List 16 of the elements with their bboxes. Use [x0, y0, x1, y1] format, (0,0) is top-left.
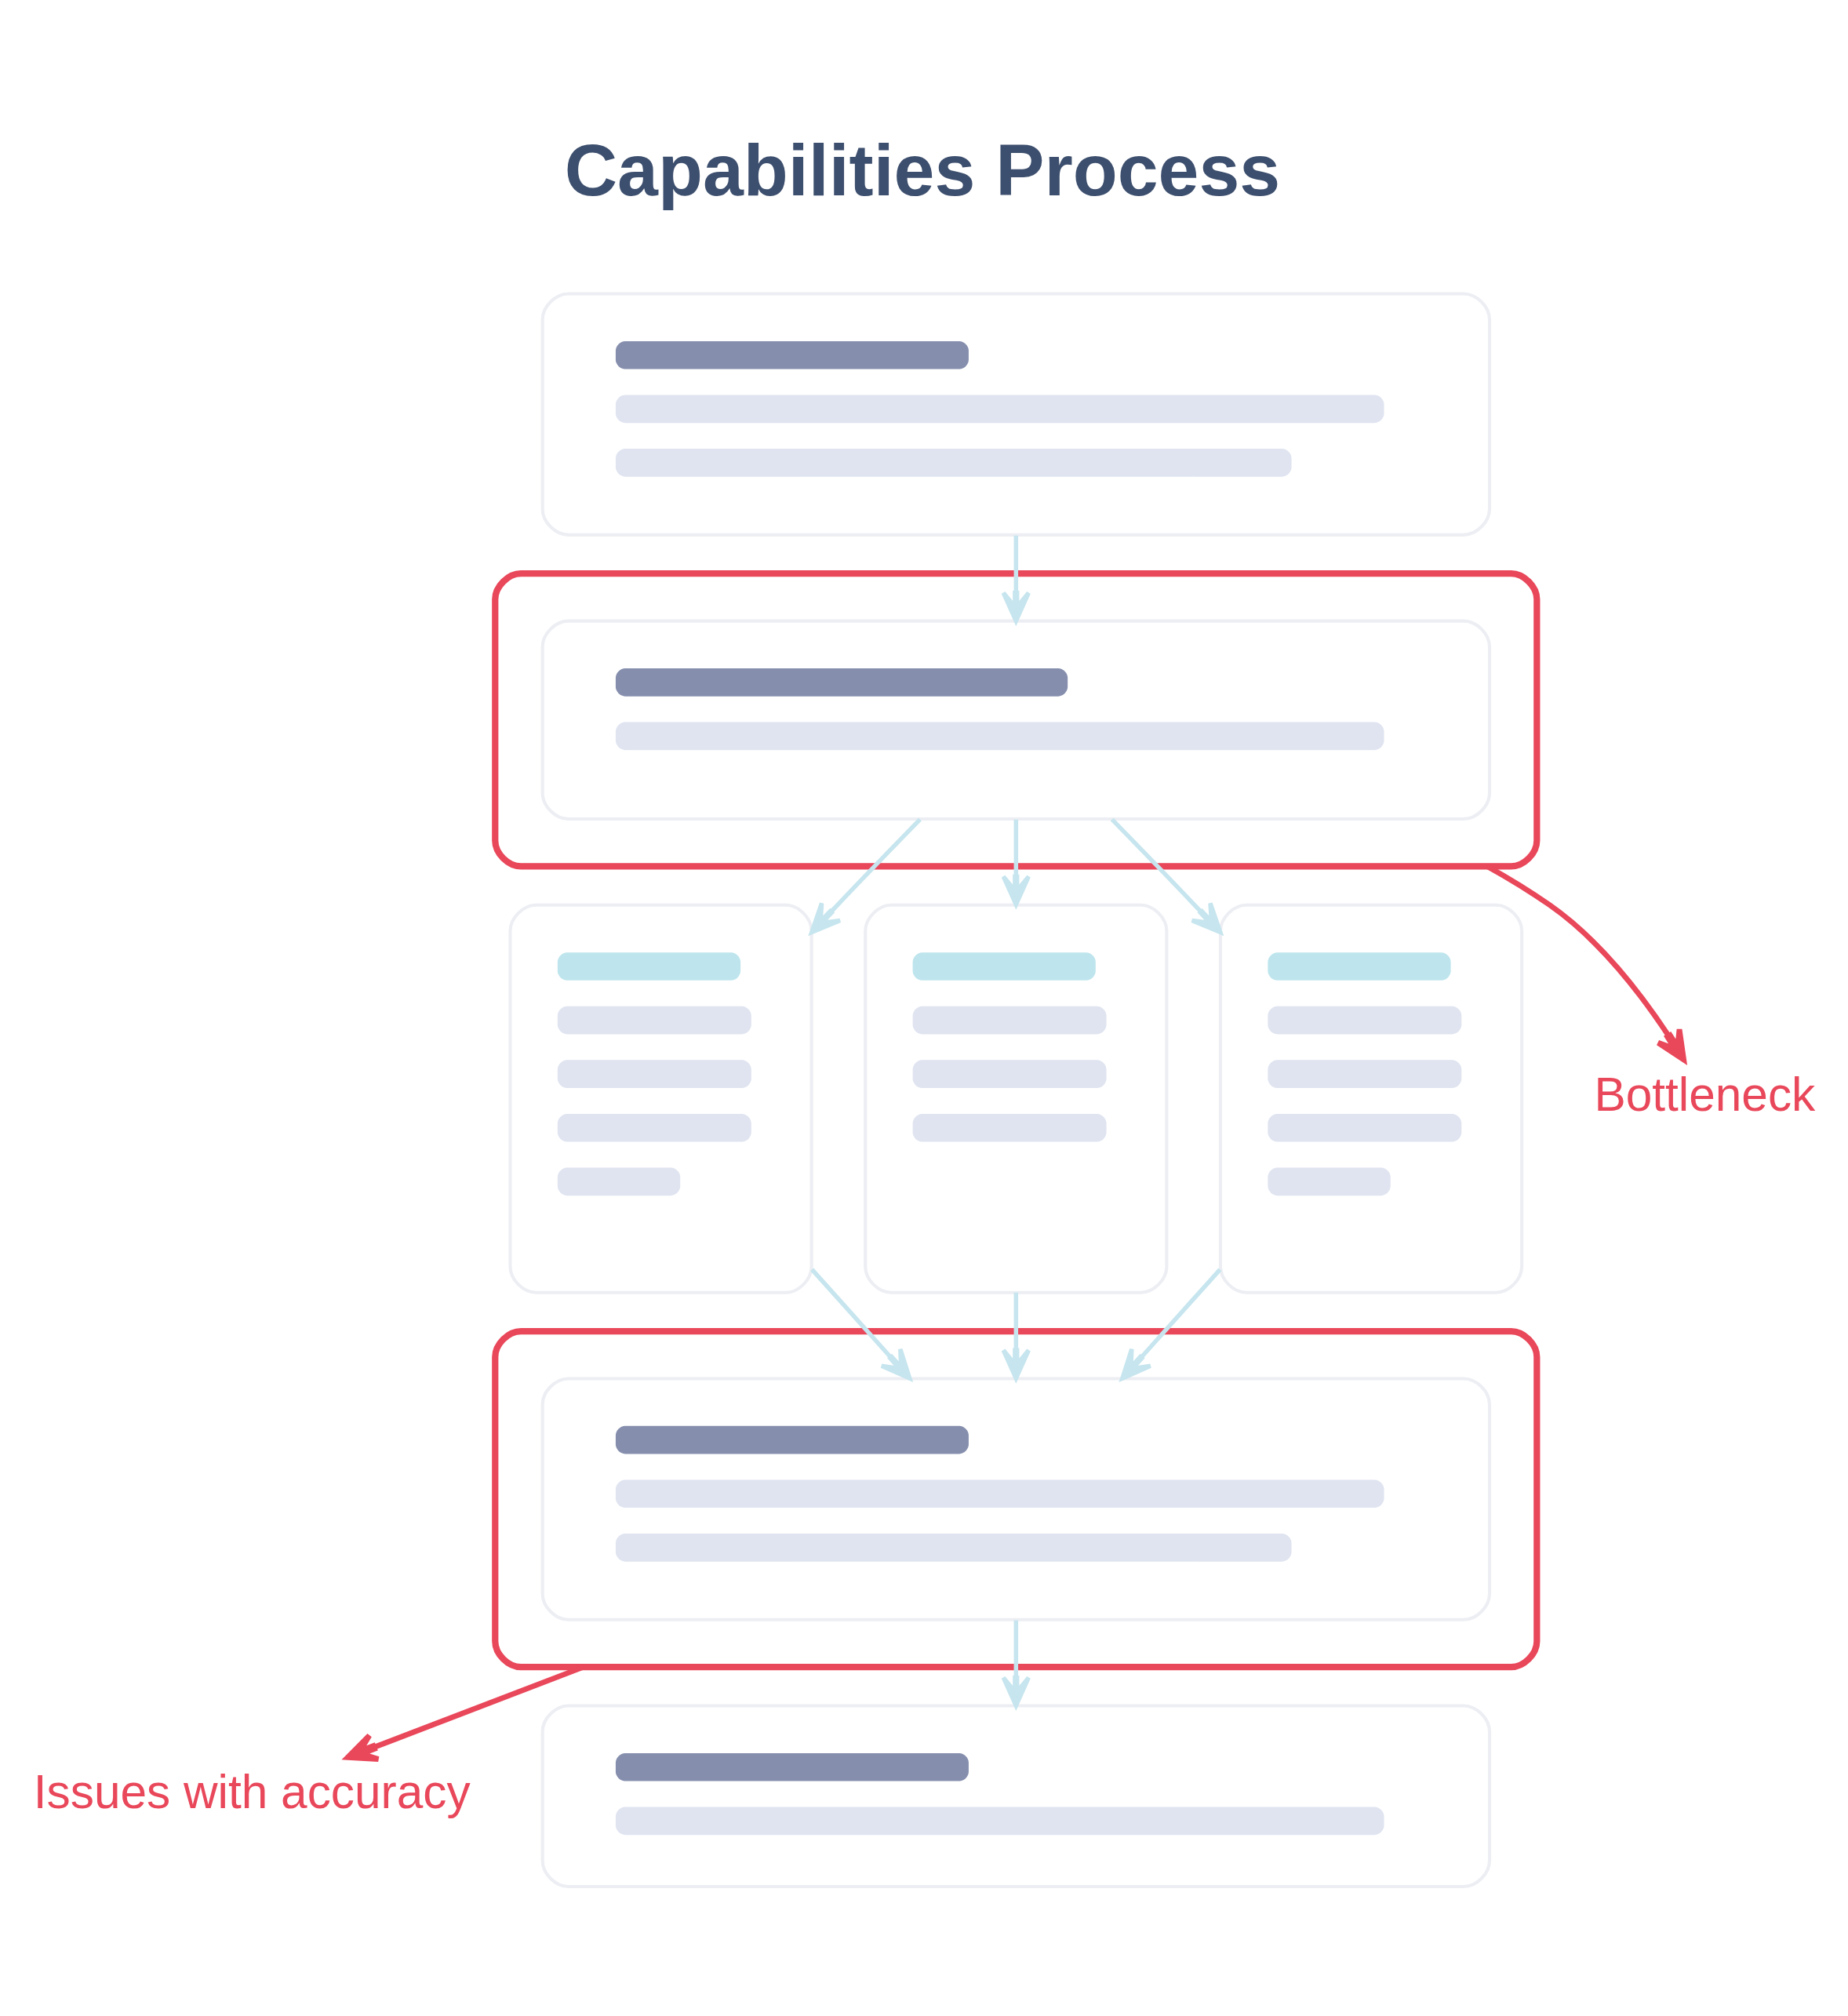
node-text: Bottleneck	[1594, 1067, 1816, 1121]
arrow	[810, 1268, 912, 1381]
arrow	[1120, 1268, 1222, 1381]
arrow	[809, 817, 922, 934]
node-text: Issues with accuracy	[33, 1764, 471, 1818]
node-box	[1218, 903, 1524, 1294]
arrow	[1110, 817, 1223, 934]
node-box	[864, 903, 1169, 1294]
cluster	[492, 1327, 1541, 1670]
node-box	[508, 903, 813, 1294]
node-box	[540, 1376, 1492, 1621]
diagram-title: Capabilities Process	[564, 129, 1281, 211]
cluster	[492, 570, 1541, 869]
node-box	[540, 291, 1492, 537]
node-box	[540, 1703, 1492, 1888]
node-box	[540, 619, 1492, 821]
